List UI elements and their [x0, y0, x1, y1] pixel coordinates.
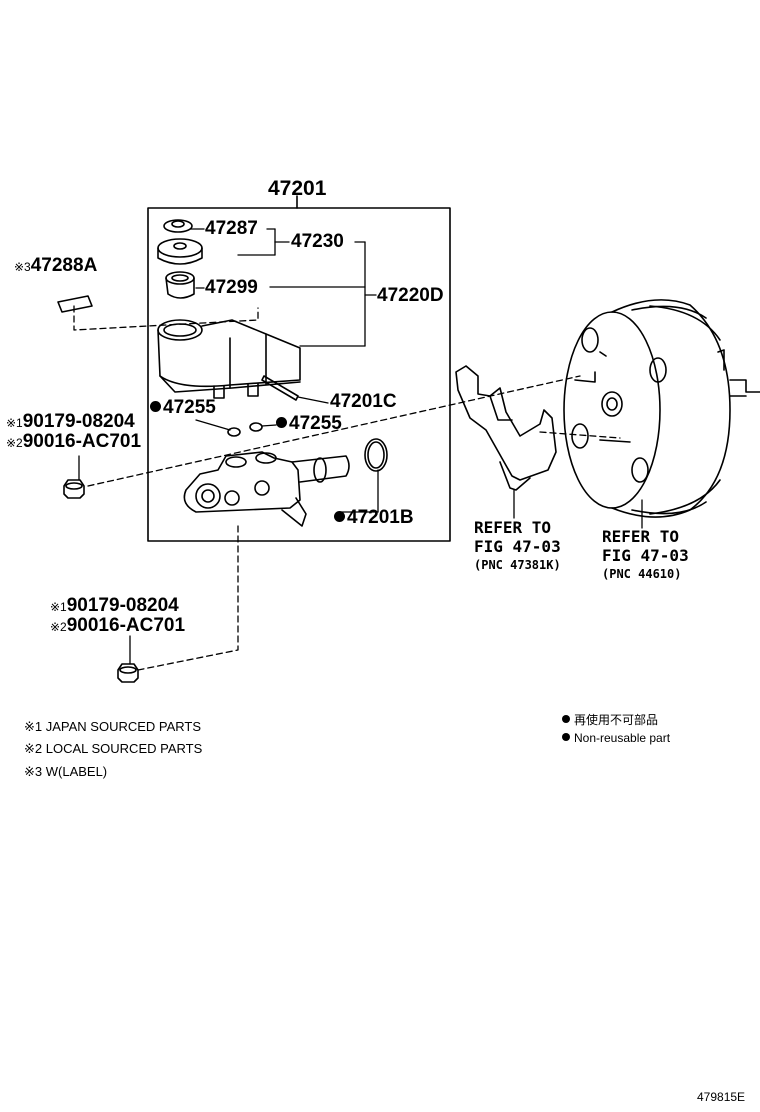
brake-booster: [563, 299, 760, 518]
ref-bracket-pnc: (PNC 47381K): [474, 558, 561, 572]
note-3: ※3 W(LABEL): [24, 764, 108, 779]
note-2: ※2 LOCAL SOURCED PARTS: [24, 741, 203, 756]
ref-booster[interactable]: REFER TO FIG 47-03 (PNC 44610): [602, 527, 689, 584]
reservoir-tank: [157, 319, 301, 399]
illustration-id: 479815E: [697, 1090, 746, 1104]
non-reusable-dot: [334, 511, 345, 522]
label-47255-a: 47255: [150, 398, 216, 417]
mounting-bracket: [455, 365, 557, 491]
label-90016-upper: ※290016-AC701: [6, 432, 141, 451]
note-1: ※1 JAPAN SOURCED PARTS: [24, 719, 202, 734]
legend-dot: [562, 733, 570, 741]
nut-upper: [63, 479, 85, 499]
mark-3: ※3: [14, 260, 31, 274]
part-47255-a: 47255: [163, 397, 216, 418]
legend-en-text: Non-reusable part: [574, 731, 671, 745]
grommets: [227, 422, 263, 437]
mark-2: ※2: [50, 620, 67, 634]
reservoir-pin: [261, 375, 299, 401]
reservoir-cap: [157, 238, 203, 265]
ref-booster-line1: REFER TO: [602, 527, 680, 546]
assembly-frame: [147, 195, 451, 542]
part-90179-upper: 90179-08204: [22, 411, 135, 432]
mark-1: ※1: [6, 416, 23, 430]
label-47201: 47201: [268, 177, 327, 200]
label-47201B: 47201B: [334, 508, 414, 527]
part-47255-b: 47255: [289, 413, 342, 434]
label-47230: 47230: [291, 231, 344, 252]
legend-dot: [562, 715, 570, 723]
non-reusable-dot: [150, 401, 161, 412]
label-90179-upper: ※190179-08204: [6, 412, 135, 431]
label-90179-lower: ※190179-08204: [50, 596, 179, 615]
leader-lines: [189, 228, 379, 513]
label-47255-b: 47255: [276, 414, 342, 433]
nut-lower: [117, 663, 139, 683]
master-cylinder-body: [183, 451, 350, 527]
strainer: [165, 271, 195, 299]
ref-booster-line2: FIG 47-03: [602, 546, 689, 565]
cap-gasket: [163, 219, 193, 233]
ref-bracket-line1: REFER TO: [474, 518, 552, 537]
label-47288A: ※347288A: [14, 256, 97, 275]
part-47201B: 47201B: [347, 507, 414, 528]
label-47220D: 47220D: [377, 285, 444, 306]
legend-jp: 再使用不可部品: [562, 714, 658, 726]
legend-en: Non-reusable part: [562, 732, 670, 744]
ref-bracket[interactable]: REFER TO FIG 47-03 (PNC 47381K): [474, 518, 561, 575]
ref-booster-pnc: (PNC 44610): [602, 567, 682, 581]
mark-2: ※2: [6, 436, 23, 450]
label-47299: 47299: [205, 277, 258, 298]
part-90016-upper: 90016-AC701: [22, 431, 142, 452]
non-reusable-dot: [276, 417, 287, 428]
o-ring: [364, 438, 388, 472]
mark-1: ※1: [50, 600, 67, 614]
legend-jp-text: 再使用不可部品: [574, 713, 659, 727]
label-47201C: 47201C: [330, 391, 397, 412]
part-47288A: 47288A: [30, 255, 98, 276]
label-sticker: [57, 295, 93, 313]
label-47287: 47287: [205, 218, 258, 239]
part-90179-lower: 90179-08204: [66, 595, 179, 616]
part-90016-lower: 90016-AC701: [66, 615, 186, 636]
ref-bracket-line2: FIG 47-03: [474, 537, 561, 556]
label-90016-lower: ※290016-AC701: [50, 616, 185, 635]
